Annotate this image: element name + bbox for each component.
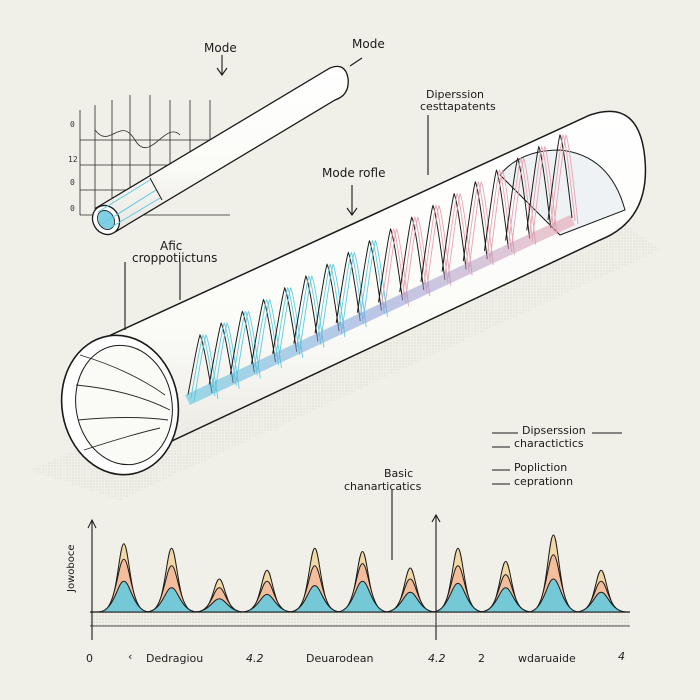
tube-wave-peak <box>505 157 531 241</box>
peak-layer <box>384 591 437 613</box>
afic-label-line2: croppotiictuns <box>132 251 218 265</box>
peak-layer <box>97 580 150 613</box>
x-axis-tick: 2 <box>478 652 485 665</box>
basic-label-line1: Basic <box>384 467 414 480</box>
tube-wave-peak <box>254 298 279 368</box>
tube-wave-peak <box>317 263 343 337</box>
tube-wave-peak <box>356 239 382 313</box>
peak-layer <box>145 587 198 613</box>
x-axis-start: 0 <box>86 652 93 665</box>
tube-wave-peak <box>208 322 234 385</box>
tube-wave-peak <box>426 204 452 288</box>
tube-wave-peak <box>402 216 428 296</box>
tube-wave-peak <box>251 298 277 365</box>
dispersion-top-line1: Diperssion <box>426 88 485 101</box>
tube-wave-peak <box>378 227 404 303</box>
peak-layer <box>336 580 389 613</box>
inset-tick: 0 <box>70 120 75 129</box>
peak-layer <box>431 582 485 613</box>
legend-dispersion-line1: Dipserssion <box>522 424 586 437</box>
tube-wave-peak <box>465 181 491 265</box>
tube-wave-peak <box>462 180 488 262</box>
tube-wave-peak <box>550 133 576 224</box>
mode-label-right: Mode <box>352 37 385 51</box>
tube-wave-peak <box>384 228 410 309</box>
peak-layer <box>479 587 532 613</box>
tube-wave-peak <box>553 133 579 227</box>
tube-wave-peak <box>211 322 237 388</box>
tube-wave-peak <box>257 298 282 371</box>
tube-wave-peak <box>335 251 361 324</box>
tube-wave-peak <box>272 286 298 354</box>
tube-wave-peak <box>399 216 425 293</box>
tube-wave-peak <box>320 263 346 340</box>
tube-wave-peak <box>278 286 304 360</box>
x-axis-tick: 4.2 <box>246 652 264 665</box>
tube-wave-peak <box>487 169 512 254</box>
tube-wave-peak <box>444 192 470 275</box>
x-axis-marker: ‹ <box>128 650 133 663</box>
legend-dispersion-line2: charactictics <box>514 437 584 450</box>
tube-wave-peak <box>214 322 240 391</box>
tube-wave-peak <box>526 145 552 231</box>
peak-layer <box>575 591 628 613</box>
tube-wave-peak <box>296 275 322 347</box>
legend-popliction-line1: Popliction <box>514 461 568 474</box>
tube-wave-peak <box>341 251 367 330</box>
tube-wave-band <box>185 215 575 405</box>
inset-tick: 12 <box>68 155 78 164</box>
tube-wave-peak <box>508 157 534 244</box>
tube-wave-peak <box>187 333 213 396</box>
small-tube <box>91 65 349 236</box>
peak-layer <box>288 585 341 613</box>
peak-layer <box>240 593 294 613</box>
tube-wave-peak <box>547 133 573 221</box>
tube-wave-peak <box>190 333 216 399</box>
y-axis-label: Jowoboce <box>66 544 77 592</box>
x-axis-tick: 4 <box>618 650 625 663</box>
x-axis-item: Deuarodean <box>306 652 374 665</box>
tube-wave-peak <box>299 275 325 350</box>
peak-layer <box>193 598 246 613</box>
tube-wave-profile <box>185 133 579 405</box>
tube-opening <box>60 334 180 476</box>
tube-wave-peak <box>229 310 255 375</box>
bottom-spectrum-chart <box>87 518 630 640</box>
x-axis-item: Dedragiou <box>146 652 204 665</box>
legend-popliction-line2: ceprationn <box>514 475 574 488</box>
tube-wave-peak <box>381 228 407 306</box>
tube-wave-peak <box>447 192 473 278</box>
basic-label-line2: chanarticatics <box>344 480 422 493</box>
dispersion-top-line2: cesttapatents <box>420 100 496 113</box>
peak-layer <box>527 578 580 613</box>
tube-wave-peak <box>423 204 449 285</box>
tube-wave-peak <box>235 310 261 381</box>
mode-profile-label: Mode rofle <box>322 166 386 180</box>
afic-label-line1: Afic <box>160 239 183 253</box>
tube-wave-peak <box>362 239 388 319</box>
tube-wave-peak <box>359 239 385 316</box>
mode-label-left: Mode <box>204 41 237 55</box>
tube-wave-peak <box>441 192 467 272</box>
tube-wave-peak <box>275 286 301 357</box>
inset-tick: 0 <box>70 178 75 187</box>
tube-wave-peak <box>483 169 509 251</box>
tube-wave-peak <box>232 310 258 378</box>
tube-wave-peak <box>314 263 340 334</box>
tube-wave-peak <box>338 251 364 327</box>
tube-wave-peak <box>420 204 446 282</box>
inset-tick: 0 <box>70 204 75 213</box>
tube-wave-peak <box>529 145 555 234</box>
tube-wave-peak <box>293 275 319 344</box>
x-axis-item: wdaruaide <box>518 652 576 665</box>
tube-wave-peak <box>193 333 219 402</box>
leader-lines <box>124 55 622 640</box>
x-axis-tick: 4.2 <box>428 652 446 665</box>
peak-groups <box>97 534 628 613</box>
